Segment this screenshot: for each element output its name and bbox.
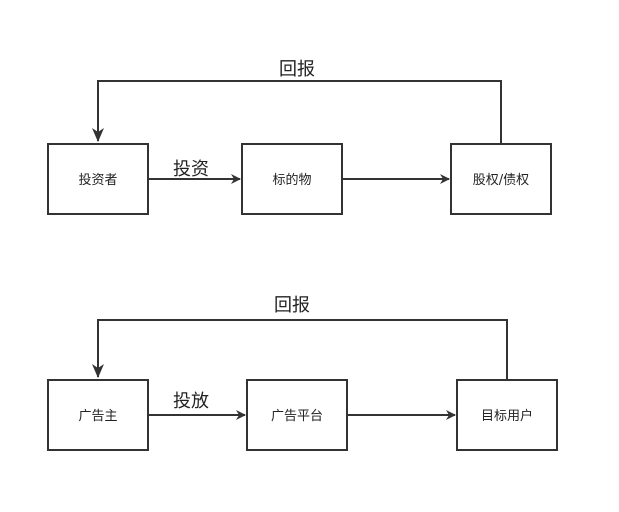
top-invest-label: 投资: [173, 159, 209, 180]
node-platform-label: 广告平台: [271, 409, 323, 424]
bottom-place-label: 投放: [173, 391, 209, 412]
top-return-edge: [92, 80, 502, 144]
node-platform: 广告平台: [246, 379, 348, 451]
node-advertiser: 广告主: [47, 379, 149, 451]
bottom-return-edge: [92, 319, 508, 380]
node-target: 标的物: [241, 143, 343, 215]
node-equity-label: 股权/债权: [473, 172, 529, 188]
node-investor-label: 投资者: [78, 172, 117, 188]
node-target-user: 目标用户: [456, 379, 558, 451]
node-advertiser-label: 广告主: [78, 409, 117, 424]
node-investor: 投资者: [47, 143, 149, 215]
top-diagram: 回报 投资 投资者 标的物 股权/债权: [47, 59, 552, 215]
node-equity: 股权/债权: [450, 143, 552, 215]
bottom-diagram: 回报 投放 广告主 广告平台 目标用户: [47, 295, 558, 451]
node-target-label: 标的物: [272, 172, 311, 188]
bottom-return-label: 回报: [274, 295, 310, 316]
node-target-user-label: 目标用户: [481, 408, 533, 424]
top-return-label: 回报: [279, 59, 315, 80]
